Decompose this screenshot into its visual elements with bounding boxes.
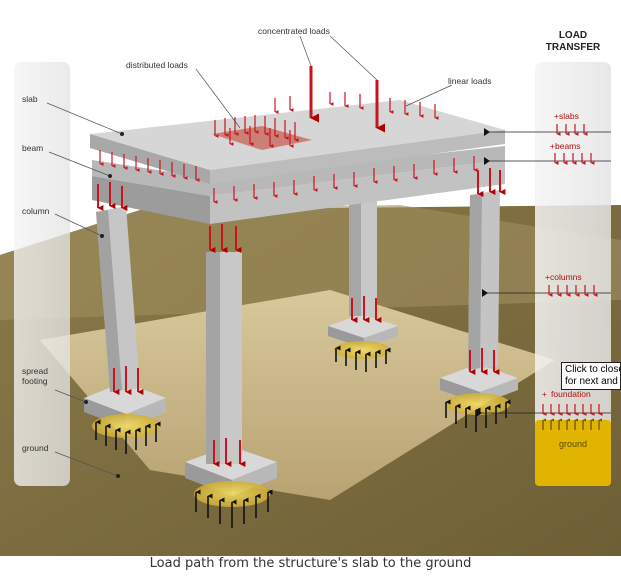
ground-up-arrows <box>542 418 602 430</box>
label-slab: slab <box>22 94 38 104</box>
transfer-columns-prefix: + <box>545 272 550 282</box>
column-back-right <box>468 190 500 370</box>
transfer-arrows <box>542 124 603 416</box>
columns <box>96 190 500 464</box>
left-label-panel <box>14 62 70 486</box>
footing-front-left <box>84 382 166 438</box>
tooltip-line-1: Click to close <box>565 364 621 375</box>
load-path-diagram: concentrated loads distributed loads lin… <box>0 26 621 556</box>
label-ground: ground <box>22 443 49 453</box>
transfer-columns-label: columns <box>550 272 582 282</box>
transfer-beams-label: beams <box>555 141 581 151</box>
label-spread: spread <box>22 366 48 376</box>
load-transfer-title-2: TRANSFER <box>546 42 601 53</box>
reaction-arrows <box>95 345 511 528</box>
footing-back-right <box>440 364 518 415</box>
figure-caption: Load path from the structure's slab to t… <box>149 556 472 571</box>
distributed-load-patch <box>212 126 312 150</box>
transfer-foundation-prefix: + <box>542 389 547 399</box>
transfer-slabs-label: slabs <box>559 111 579 121</box>
column-back-left <box>349 190 377 316</box>
tooltip-popup[interactable]: Click to close for next and <box>561 362 621 390</box>
label-concentrated-loads: concentrated loads <box>258 26 330 36</box>
transfer-foundation-label: foundation <box>551 389 591 399</box>
transfer-beams-prefix: + <box>550 141 555 151</box>
label-linear-loads: linear loads <box>448 76 491 86</box>
footings <box>84 314 518 507</box>
label-footing: footing <box>22 376 48 386</box>
transfer-ground-label: ground <box>559 439 587 449</box>
load-arrows <box>97 66 506 467</box>
transfer-slabs-prefix: + <box>554 111 559 121</box>
column-front-center <box>206 252 242 464</box>
tooltip-line-2: for next and <box>565 376 618 387</box>
label-beam: beam <box>22 143 43 153</box>
label-distributed-loads: distributed loads <box>126 60 188 70</box>
slab <box>90 100 505 184</box>
excavation-floor <box>40 290 555 500</box>
ground-box <box>535 420 611 486</box>
column-front-left <box>96 206 140 392</box>
load-transfer-title-1: LOAD <box>559 30 587 41</box>
label-column: column <box>22 206 50 216</box>
